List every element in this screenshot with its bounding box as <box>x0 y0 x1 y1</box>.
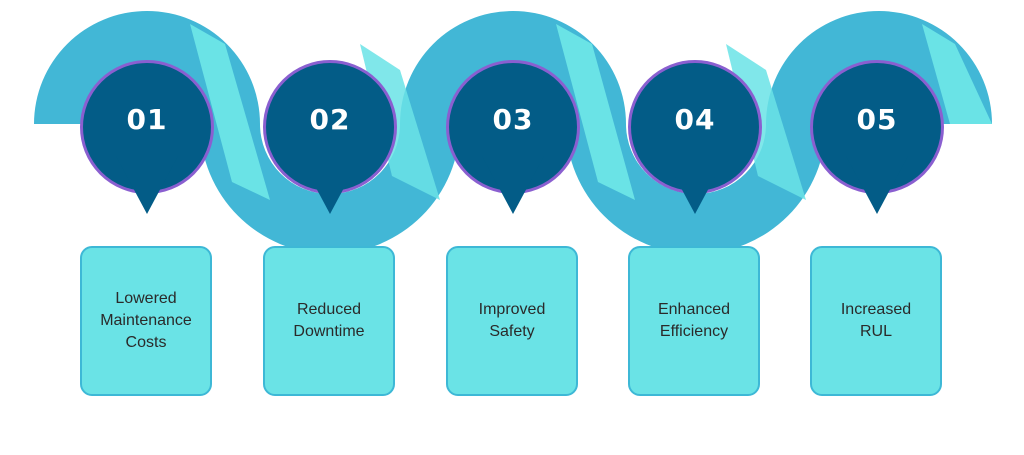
step-label-4: Enhanced Efficiency <box>657 301 731 340</box>
step-pointer-1 <box>116 156 178 214</box>
wave-light-1 <box>190 24 270 200</box>
step-box-3: Improved Safety <box>446 246 578 396</box>
step-pointer-2 <box>299 156 361 214</box>
step-number-3: 03 <box>492 103 534 136</box>
step-box-2: Reduced Downtime <box>263 246 395 396</box>
step-pointer-5 <box>846 156 908 214</box>
step-label-2: Reduced Downtime <box>293 301 365 340</box>
step-box-5: Increased RUL <box>810 246 942 396</box>
step-label-5: Increased RUL <box>840 301 912 340</box>
step-label-1: Lowered Maintenance Costs <box>100 290 192 351</box>
step-number-4: 04 <box>674 103 716 136</box>
step-box-1: Lowered Maintenance Costs <box>80 246 212 396</box>
step-pointer-4 <box>664 156 726 214</box>
step-pointer-3 <box>482 156 544 214</box>
step-label-3: Improved Safety <box>478 301 546 340</box>
step-number-5: 05 <box>856 103 898 136</box>
step-box-4: Enhanced Efficiency <box>628 246 760 396</box>
wave-light-3 <box>922 24 992 124</box>
wave-light-2 <box>556 24 635 200</box>
step-number-1: 01 <box>126 103 168 136</box>
step-number-2: 02 <box>309 103 351 136</box>
